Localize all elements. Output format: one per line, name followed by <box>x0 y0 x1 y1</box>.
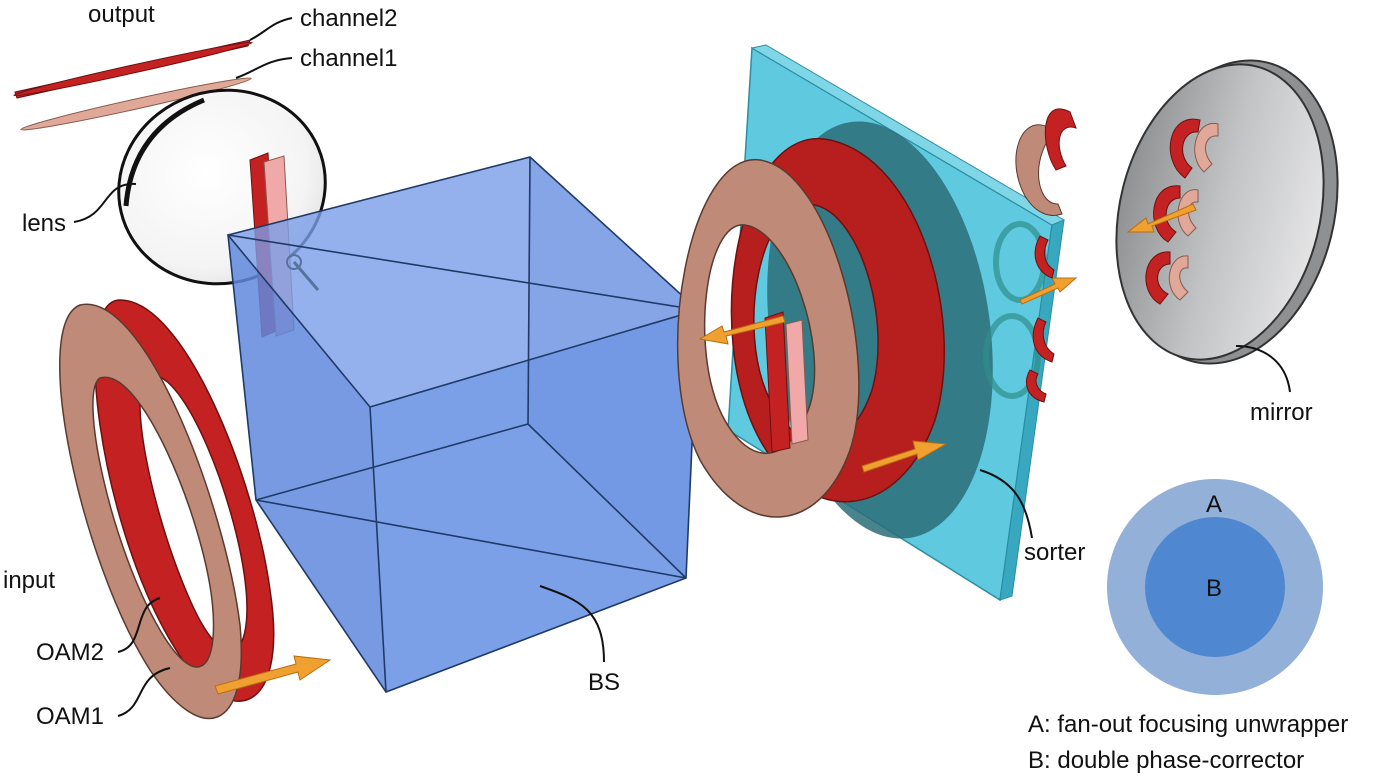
leader-lines <box>73 17 1291 717</box>
label-channel1: channel1 <box>300 45 397 72</box>
half-ring-beams <box>1015 108 1077 403</box>
legend-line-b: B: double phase-corrector <box>1028 747 1304 774</box>
sorter <box>676 44 1078 602</box>
label-channel2: channel2 <box>300 5 397 32</box>
legend-letter-a: A <box>1206 491 1222 518</box>
legend-letter-b: B <box>1206 575 1222 602</box>
label-output: output <box>88 1 155 28</box>
legend-line-a: A: fan-out focusing unwrapper <box>1028 711 1348 738</box>
output-channels <box>13 39 253 131</box>
sorter-arrow-upper <box>698 315 786 345</box>
mirror-arrow <box>1126 203 1197 233</box>
sorter-arrow-lower <box>861 440 948 473</box>
label-sorter: sorter <box>1024 539 1085 566</box>
label-oam2: OAM2 <box>36 639 104 666</box>
mirror <box>1115 59 1339 365</box>
label-input: input <box>3 567 55 594</box>
label-lens: lens <box>22 210 66 237</box>
legend-region-b <box>1145 517 1285 657</box>
input-oam-rings <box>59 299 332 720</box>
label-oam1: OAM1 <box>36 703 104 730</box>
oam1-ring <box>59 303 242 720</box>
input-arrow <box>214 655 332 695</box>
sorter-legend: A B A: fan-out focusing unwrapper B: dou… <box>1028 479 1348 774</box>
label-bs: BS <box>588 669 620 696</box>
channel1-beam <box>20 77 252 131</box>
beam-splitter-cube <box>226 156 700 693</box>
label-mirror: mirror <box>1250 399 1313 426</box>
labels: output channel2 channel1 lens input OAM2… <box>3 1 1313 730</box>
sorter-ring-pink <box>676 159 860 518</box>
